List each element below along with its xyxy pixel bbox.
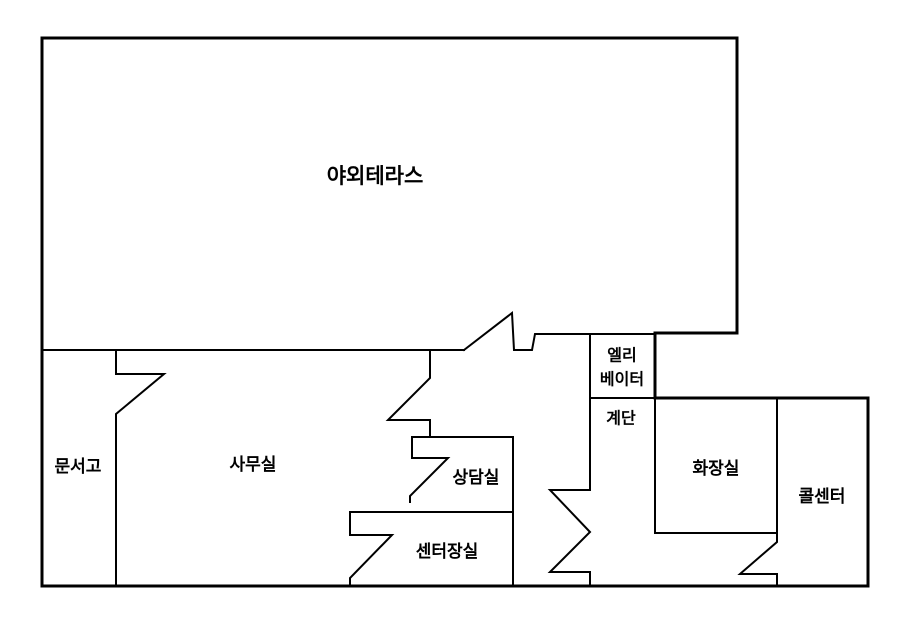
room-label-archive: 문서고 <box>55 457 102 477</box>
office-east-wall <box>385 349 431 438</box>
room-label-restroom: 화장실 <box>693 459 740 479</box>
outer-walls <box>40 36 870 588</box>
room-label-consult: 상담실 <box>453 468 500 488</box>
consult-door <box>409 436 451 503</box>
consult-room-wall <box>411 436 514 587</box>
room-labels: 야외테라스 문서고 사무실 상담실 센터장실 엘리 베이터 계단 화장실 콜센터 <box>55 164 846 562</box>
room-label-center: 센터장실 <box>416 542 479 562</box>
center-room-wall <box>349 511 514 587</box>
room-label-office: 사무실 <box>230 455 277 475</box>
room-label-terrace: 야외테라스 <box>327 164 424 188</box>
archive-wall <box>115 349 167 587</box>
room-label-stairs: 계단 <box>606 409 636 428</box>
room-label-elevator-line1: 엘리 <box>607 346 636 365</box>
corridor-wall <box>547 333 592 587</box>
terrace-door-swing <box>462 311 656 352</box>
room-label-callcenter: 콜센터 <box>799 487 846 507</box>
outer-wall-north <box>40 36 870 588</box>
restroom-wall <box>654 397 778 534</box>
room-label-elevator-line2: 베이터 <box>600 370 644 389</box>
interior-walls <box>41 311 778 587</box>
callcenter-wall <box>737 532 778 587</box>
